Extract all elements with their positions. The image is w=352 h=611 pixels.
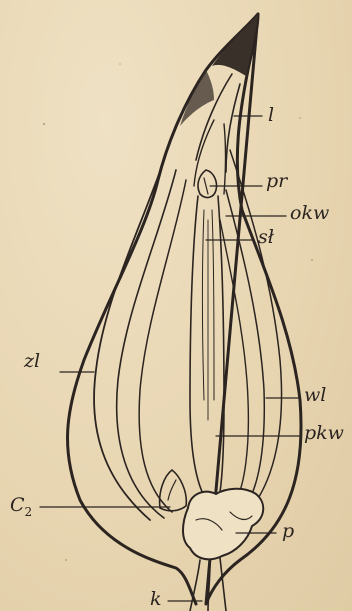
tip-shading xyxy=(212,14,258,76)
label-zl: zl xyxy=(24,352,40,371)
paper-speckles xyxy=(43,63,313,561)
basal-plate xyxy=(183,489,263,560)
root-3 xyxy=(220,558,226,611)
label-sl: sł xyxy=(258,228,274,247)
label-pkw: pkw xyxy=(304,424,344,443)
fleshy-scale-3 xyxy=(139,180,186,512)
fleshy-scale-1 xyxy=(94,160,164,520)
label-l: l xyxy=(268,106,274,125)
label-okw: okw xyxy=(290,204,329,223)
label-p: p xyxy=(282,522,294,541)
label-pr: pr xyxy=(266,172,287,191)
label-k: k xyxy=(150,590,162,609)
label-c2: C2 xyxy=(10,496,32,518)
fleshy-scale-4 xyxy=(230,150,282,510)
central-axis-left xyxy=(190,196,204,496)
label-wl: wl xyxy=(304,386,326,405)
leaf-sheath-d xyxy=(224,124,226,194)
